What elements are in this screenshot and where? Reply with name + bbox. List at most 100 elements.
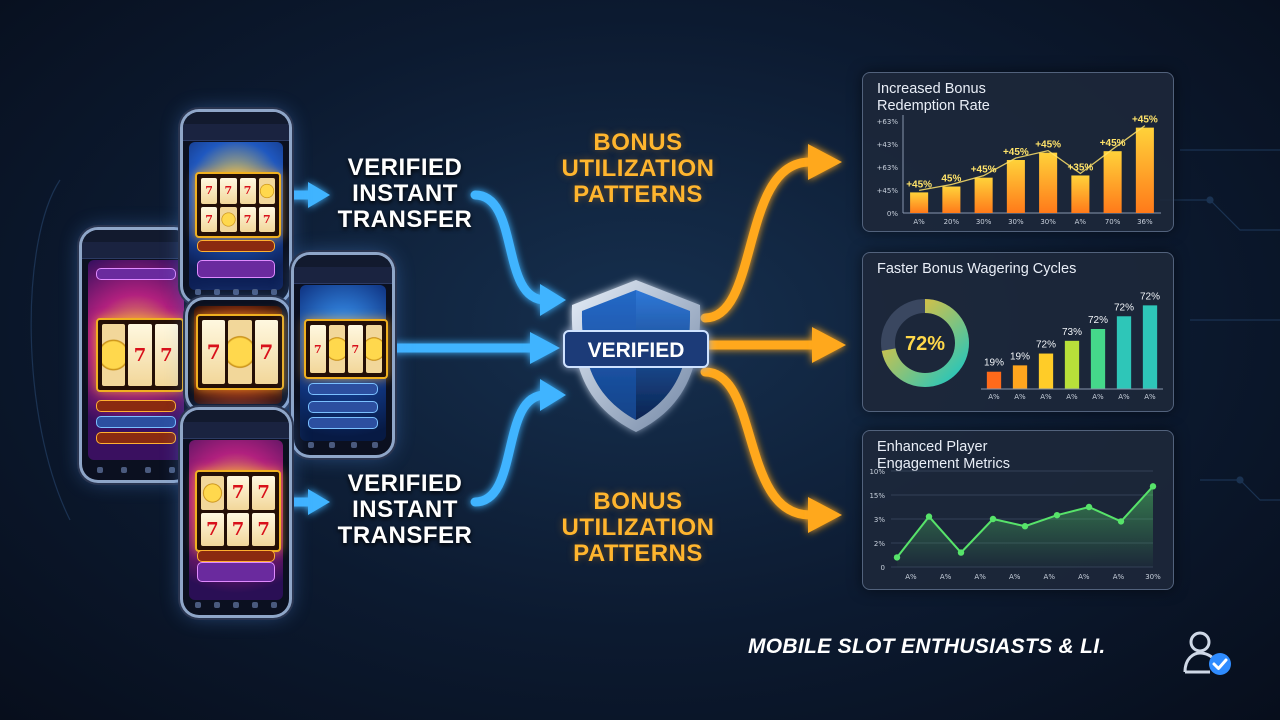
x-tick-label: A% xyxy=(1113,573,1125,581)
data-label: +45% xyxy=(1003,147,1029,158)
x-tick-label: A% xyxy=(974,573,986,581)
x-tick-label: A% xyxy=(1040,393,1052,401)
seven-symbol: 7 xyxy=(226,512,250,546)
wagering-chart: 72%19%A%19%A%72%A%73%A%72%A%72%A%72%A% xyxy=(881,291,1163,401)
x-tick-label: A% xyxy=(913,218,925,226)
panel-title: Increased Bonus Redemption Rate xyxy=(877,81,990,114)
reel-grid: 7 7 xyxy=(96,318,184,392)
bar xyxy=(1135,127,1154,213)
x-tick-label: A% xyxy=(905,573,917,581)
arrow-to-panel-1 xyxy=(700,157,815,323)
seven-symbol: 7 xyxy=(201,206,218,232)
y-tick-label: 3% xyxy=(874,516,885,524)
x-tick-label: 30% xyxy=(976,218,992,226)
bar xyxy=(1090,329,1106,389)
data-point xyxy=(1117,518,1125,525)
x-tick-label: A% xyxy=(1144,393,1156,401)
phone-nav xyxy=(300,439,386,451)
redemption-bar-chart: 0%+45%+63%+43%+63%A%+45%20%45%30%+45%30%… xyxy=(877,115,1161,226)
data-label: 72% xyxy=(1036,340,1056,351)
orange-arrowheads xyxy=(808,144,846,533)
blue-arrows xyxy=(285,190,550,507)
data-point xyxy=(893,554,901,561)
coin-icon xyxy=(228,320,252,384)
phone-nav xyxy=(88,464,184,476)
data-point xyxy=(1021,523,1029,530)
seven-symbol: 7 xyxy=(154,324,178,386)
donut-value-label: 72% xyxy=(905,333,945,355)
data-label: +45% xyxy=(971,165,997,176)
x-tick-label: 30% xyxy=(1040,218,1056,226)
reel-grid: 7 7 7 7 7 xyxy=(195,470,281,552)
circuit-decoration xyxy=(30,149,1280,521)
seven-symbol: 7 xyxy=(201,178,218,204)
orange-arrows xyxy=(700,157,820,520)
coin-icon xyxy=(366,325,382,373)
bar xyxy=(1142,305,1158,389)
seven-symbol: 7 xyxy=(258,206,275,232)
coin-icon xyxy=(102,324,126,386)
y-tick-label: +43% xyxy=(877,141,899,149)
phone-bottom: 7 7 7 7 7 xyxy=(183,410,289,615)
x-tick-label: A% xyxy=(1009,573,1021,581)
data-point xyxy=(1149,483,1157,490)
data-label: 45% xyxy=(941,174,961,185)
seven-symbol: 7 xyxy=(226,476,250,510)
data-label: +45% xyxy=(1100,138,1126,149)
bar xyxy=(1006,160,1025,213)
x-tick-label: 30% xyxy=(1008,218,1024,226)
phone-top: 7 7 7 7 7 7 xyxy=(183,112,289,302)
y-tick-label: +45% xyxy=(877,187,899,195)
footer-tagline: MOBILE SLOT ENTHUSIASTS & LI. xyxy=(748,635,1106,658)
arrow-to-panel-3 xyxy=(700,367,815,520)
seven-symbol: 7 xyxy=(252,512,275,546)
verified-shield xyxy=(563,280,709,432)
data-label: +45% xyxy=(906,179,932,190)
bar xyxy=(974,177,993,213)
bar xyxy=(1103,151,1122,213)
seven-symbol: 7 xyxy=(220,178,237,204)
donut-arc xyxy=(881,299,969,387)
data-label: +45% xyxy=(1132,115,1158,126)
y-tick-label: 0% xyxy=(887,210,898,218)
data-label: +35% xyxy=(1067,162,1093,173)
verified-user-icon xyxy=(1183,631,1231,675)
coin-icon xyxy=(258,178,275,204)
phone-nav xyxy=(189,599,283,611)
reel-grid: 7 7 xyxy=(304,319,388,379)
y-tick-label: 10% xyxy=(869,468,885,476)
bar xyxy=(910,192,929,213)
arrow-top-curve xyxy=(470,190,550,305)
x-tick-label: A% xyxy=(1066,393,1078,401)
coin-icon xyxy=(220,206,237,232)
seven-symbol: 7 xyxy=(239,206,256,232)
x-tick-label: A% xyxy=(940,573,952,581)
y-tick-label: +63% xyxy=(877,118,899,126)
bar xyxy=(1038,353,1054,389)
seven-symbol: 7 xyxy=(310,325,326,373)
seven-symbol: 7 xyxy=(128,324,152,386)
data-label: 72% xyxy=(1140,291,1160,302)
x-tick-label: 20% xyxy=(944,218,960,226)
phone-middle: 7 7 xyxy=(188,300,288,410)
x-tick-label: A% xyxy=(1078,573,1090,581)
x-tick-label: A% xyxy=(1118,393,1130,401)
data-label: +45% xyxy=(1035,140,1061,151)
phone-right: 7 7 xyxy=(294,255,392,455)
data-point xyxy=(1085,503,1093,511)
seven-symbol: 7 xyxy=(252,476,275,510)
x-tick-label: A% xyxy=(1075,218,1087,226)
seven-symbol: 7 xyxy=(254,320,278,384)
bar xyxy=(942,186,961,213)
data-label: 73% xyxy=(1062,327,1082,338)
phone-left: 7 7 xyxy=(82,230,190,480)
reel-grid: 7 7 xyxy=(196,314,284,390)
y-tick-label: 15% xyxy=(869,492,885,500)
x-tick-label: A% xyxy=(1092,393,1104,401)
y-tick-label: 2% xyxy=(874,540,885,548)
x-tick-label: A% xyxy=(1044,573,1056,581)
